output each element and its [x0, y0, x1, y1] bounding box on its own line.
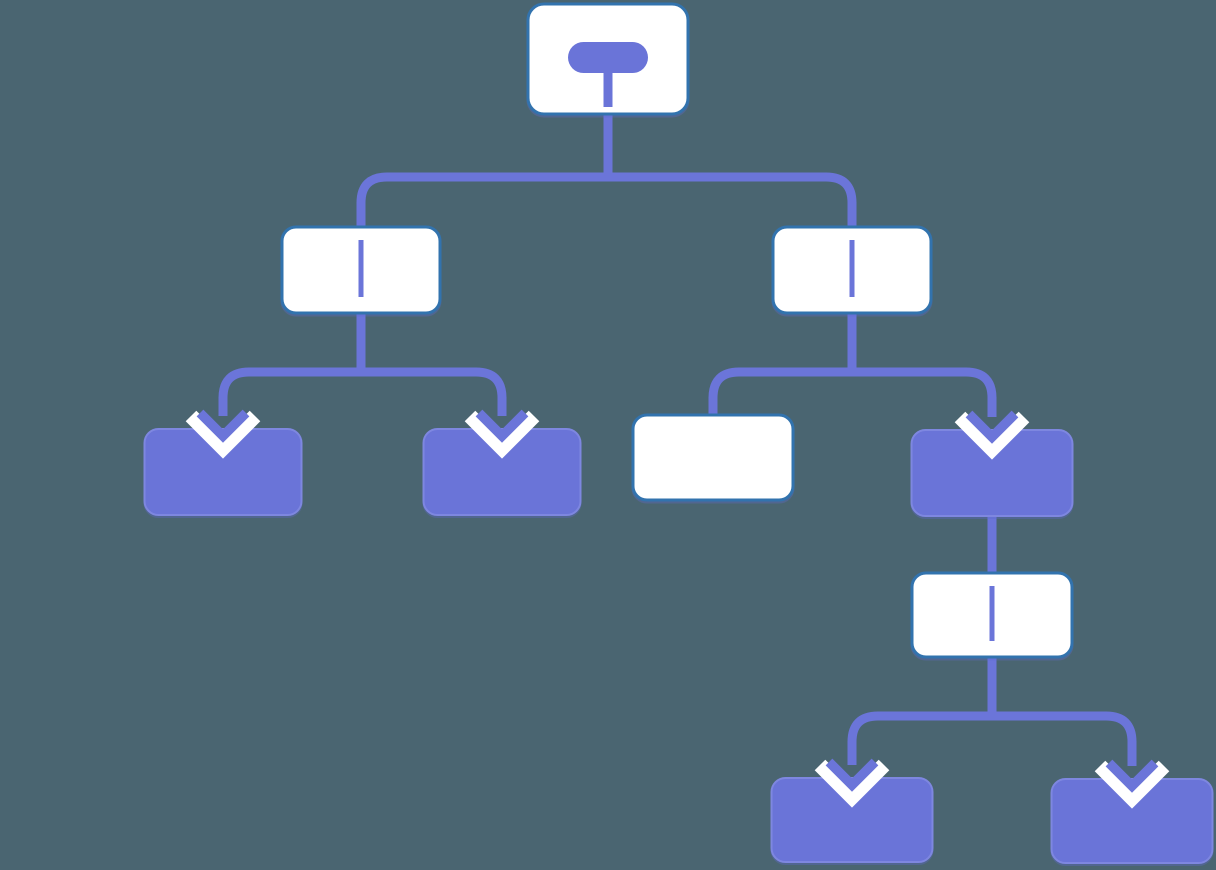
purple-leaf-node-2[interactable]: [422, 409, 582, 516]
connector-rail: [708, 367, 997, 399]
chevron-purple-stroke: [475, 409, 529, 443]
connector-lines: [218, 106, 1137, 766]
purple-node-box: [910, 429, 1074, 517]
double-chevron-down-icon: [464, 409, 540, 459]
chevron-white-stroke: [814, 759, 890, 808]
connector-rail: [847, 711, 1137, 743]
white-node-box: [631, 413, 795, 502]
connector-rail: [356, 172, 857, 204]
root-pill-shape: [568, 42, 648, 73]
chevron-white-stroke: [1094, 760, 1170, 809]
chevron-purple-stroke: [1105, 759, 1159, 793]
chevron-purple-stroke: [965, 410, 1019, 444]
purple-node-box: [422, 428, 582, 516]
purple-node-box: [770, 777, 934, 863]
double-chevron-down-icon: [185, 409, 261, 459]
pass-node-left[interactable]: [280, 225, 442, 315]
chevron-white-stroke: [185, 410, 261, 459]
purple-leaf-node-3[interactable]: [770, 758, 934, 863]
chevron-white-stroke: [954, 411, 1030, 460]
purple-leaf-node-4[interactable]: [1050, 759, 1214, 864]
double-chevron-down-icon: [1094, 759, 1170, 809]
purple-node-box: [1050, 778, 1214, 864]
pass-node-right[interactable]: [771, 225, 933, 315]
purple-node-box: [143, 428, 303, 516]
double-chevron-down-icon: [954, 410, 1030, 460]
chevron-purple-stroke: [825, 758, 879, 792]
purple-branch-node[interactable]: [910, 410, 1074, 517]
white-leaf-node[interactable]: [631, 413, 795, 502]
root-pill-icon: [568, 42, 648, 107]
pass-through-bar: [849, 240, 855, 297]
purple-leaf-node-1[interactable]: [143, 409, 303, 516]
connector-rail: [218, 367, 507, 399]
double-chevron-down-icon: [814, 758, 890, 808]
root-node[interactable]: [526, 2, 690, 116]
chevron-purple-stroke: [196, 409, 250, 443]
pass-through-bar: [989, 586, 995, 641]
pass-through-bar: [358, 240, 364, 297]
chevron-white-stroke: [464, 410, 540, 459]
pass-node-bottom[interactable]: [910, 571, 1074, 659]
root-pill-stem: [603, 66, 613, 107]
